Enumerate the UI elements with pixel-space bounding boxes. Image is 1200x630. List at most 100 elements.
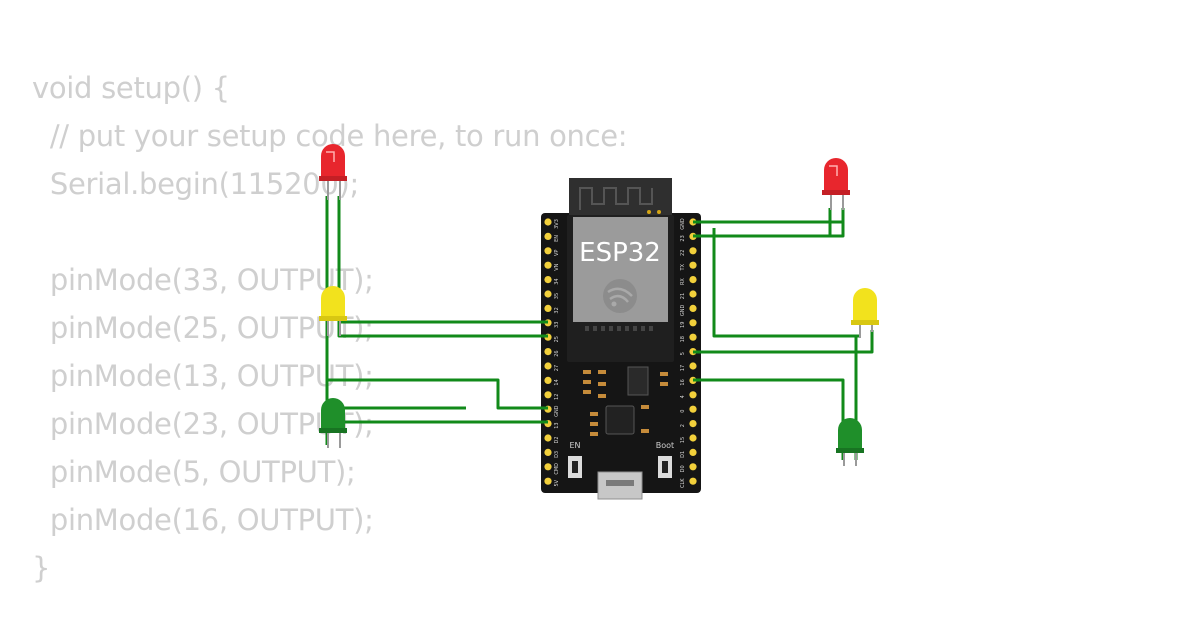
led-yellow-right[interactable] — [851, 288, 879, 338]
pin-label: 12 — [554, 394, 560, 400]
pin-label: 23 — [680, 235, 686, 241]
pin-label: 16 — [680, 379, 686, 385]
header-pin[interactable] — [689, 290, 697, 298]
smd-components — [583, 370, 668, 436]
led-red-left[interactable] — [319, 144, 347, 200]
led-green-left[interactable] — [319, 398, 347, 448]
module-castellations — [585, 326, 653, 331]
pin-label: 17 — [680, 365, 686, 371]
led-green-right[interactable] — [836, 418, 864, 466]
pin-label: 5 — [680, 352, 686, 355]
esp32-board[interactable]: ESP32 EN — [541, 178, 701, 500]
pin-label: VP — [554, 250, 560, 256]
led-red-right[interactable] — [822, 158, 850, 210]
en-label: EN — [569, 441, 580, 450]
code-line: pinMode(16, OUTPUT); — [32, 503, 374, 537]
pin-label: GND — [680, 305, 686, 317]
header-pin[interactable] — [544, 218, 552, 226]
header-pin[interactable] — [689, 477, 697, 485]
wifi-antenna — [569, 178, 672, 216]
header-pin[interactable] — [689, 333, 697, 341]
voltage-regulator — [627, 366, 649, 396]
header-pin[interactable] — [544, 448, 552, 456]
status-led-2 — [657, 210, 661, 214]
usb-connector — [597, 471, 643, 500]
wire-red-right — [693, 208, 832, 238]
led-yellow-left[interactable] — [319, 286, 347, 336]
pin-label: D1 — [680, 451, 686, 458]
header-pin[interactable] — [544, 362, 552, 370]
pin-label: 26 — [554, 350, 560, 356]
header-pin[interactable] — [544, 232, 552, 240]
pin-label: 2 — [680, 424, 686, 427]
pin-label: 14 — [554, 379, 560, 385]
header-pin[interactable] — [544, 261, 552, 269]
pin-label: 25 — [554, 336, 560, 342]
pin-label: EN — [554, 235, 560, 242]
header-pin[interactable] — [689, 434, 697, 442]
header-pin[interactable] — [689, 247, 697, 255]
header-pin[interactable] — [544, 376, 552, 384]
pin-label: D2 — [554, 436, 560, 443]
header-pin[interactable] — [544, 348, 552, 356]
header-pin[interactable] — [689, 261, 697, 269]
header-pin[interactable] — [689, 405, 697, 413]
pin-label: 34 — [554, 278, 560, 284]
code-line: pinMode(5, OUTPUT); — [32, 455, 356, 489]
header-pin[interactable] — [689, 448, 697, 456]
pin-label: 33 — [554, 322, 560, 328]
header-pin[interactable] — [544, 276, 552, 284]
header-pin[interactable] — [689, 319, 697, 327]
wire-yellow-right-a — [712, 228, 860, 338]
pin-label: 13 — [554, 422, 560, 428]
code-line: pinMode(13, OUTPUT); — [32, 359, 374, 393]
header-pin[interactable] — [544, 304, 552, 312]
header-pin[interactable] — [689, 362, 697, 370]
board-label: ESP32 — [579, 238, 661, 268]
wire-green-right-a — [693, 378, 845, 460]
pin-label: RX — [680, 278, 686, 285]
wire-red-left-cathode — [337, 196, 548, 324]
pin-label: 4 — [680, 395, 686, 398]
code-editor-background: void setup() { // put your setup code he… — [32, 64, 628, 592]
pin-label: 22 — [680, 250, 686, 256]
pin-label: GND — [680, 218, 686, 230]
header-pin[interactable] — [689, 463, 697, 471]
pin-label: CMD — [554, 463, 560, 475]
usb-chip — [605, 405, 635, 435]
pin-label: 19 — [680, 322, 686, 328]
pin-label: 0 — [680, 410, 686, 413]
code-line: void setup() { — [32, 71, 230, 105]
header-pin[interactable] — [544, 247, 552, 255]
pin-label: 35 — [554, 293, 560, 299]
header-pin[interactable] — [544, 391, 552, 399]
header-pin[interactable] — [544, 290, 552, 298]
pin-label: 21 — [680, 293, 686, 299]
en-button[interactable]: EN — [568, 441, 582, 478]
pin-label: 32 — [554, 307, 560, 313]
pin-label: 18 — [680, 336, 686, 342]
wire-gnd-left — [327, 378, 548, 410]
pin-label: 27 — [554, 365, 560, 371]
header-pin[interactable] — [544, 477, 552, 485]
code-line: Serial.begin(115200); — [32, 167, 360, 201]
header-pin[interactable] — [544, 463, 552, 471]
wire-yellow-right-b — [693, 330, 874, 354]
header-pin[interactable] — [689, 391, 697, 399]
code-line: pinMode(33, OUTPUT); — [32, 263, 374, 297]
header-pin[interactable] — [689, 304, 697, 312]
espressif-logo-icon — [603, 279, 637, 313]
pin-label: D3 — [554, 451, 560, 458]
status-led-1 — [647, 210, 651, 214]
boot-label: Boot — [656, 441, 674, 450]
header-pin[interactable] — [689, 276, 697, 284]
header-pin[interactable] — [544, 434, 552, 442]
boot-button[interactable]: Boot — [656, 441, 674, 478]
code-line: pinMode(23, OUTPUT); — [32, 407, 374, 441]
header-pin[interactable] — [689, 420, 697, 428]
pin-label: 15 — [680, 437, 686, 443]
pin-label: TX — [680, 263, 686, 271]
code-line: // put your setup code here, to run once… — [32, 119, 628, 153]
